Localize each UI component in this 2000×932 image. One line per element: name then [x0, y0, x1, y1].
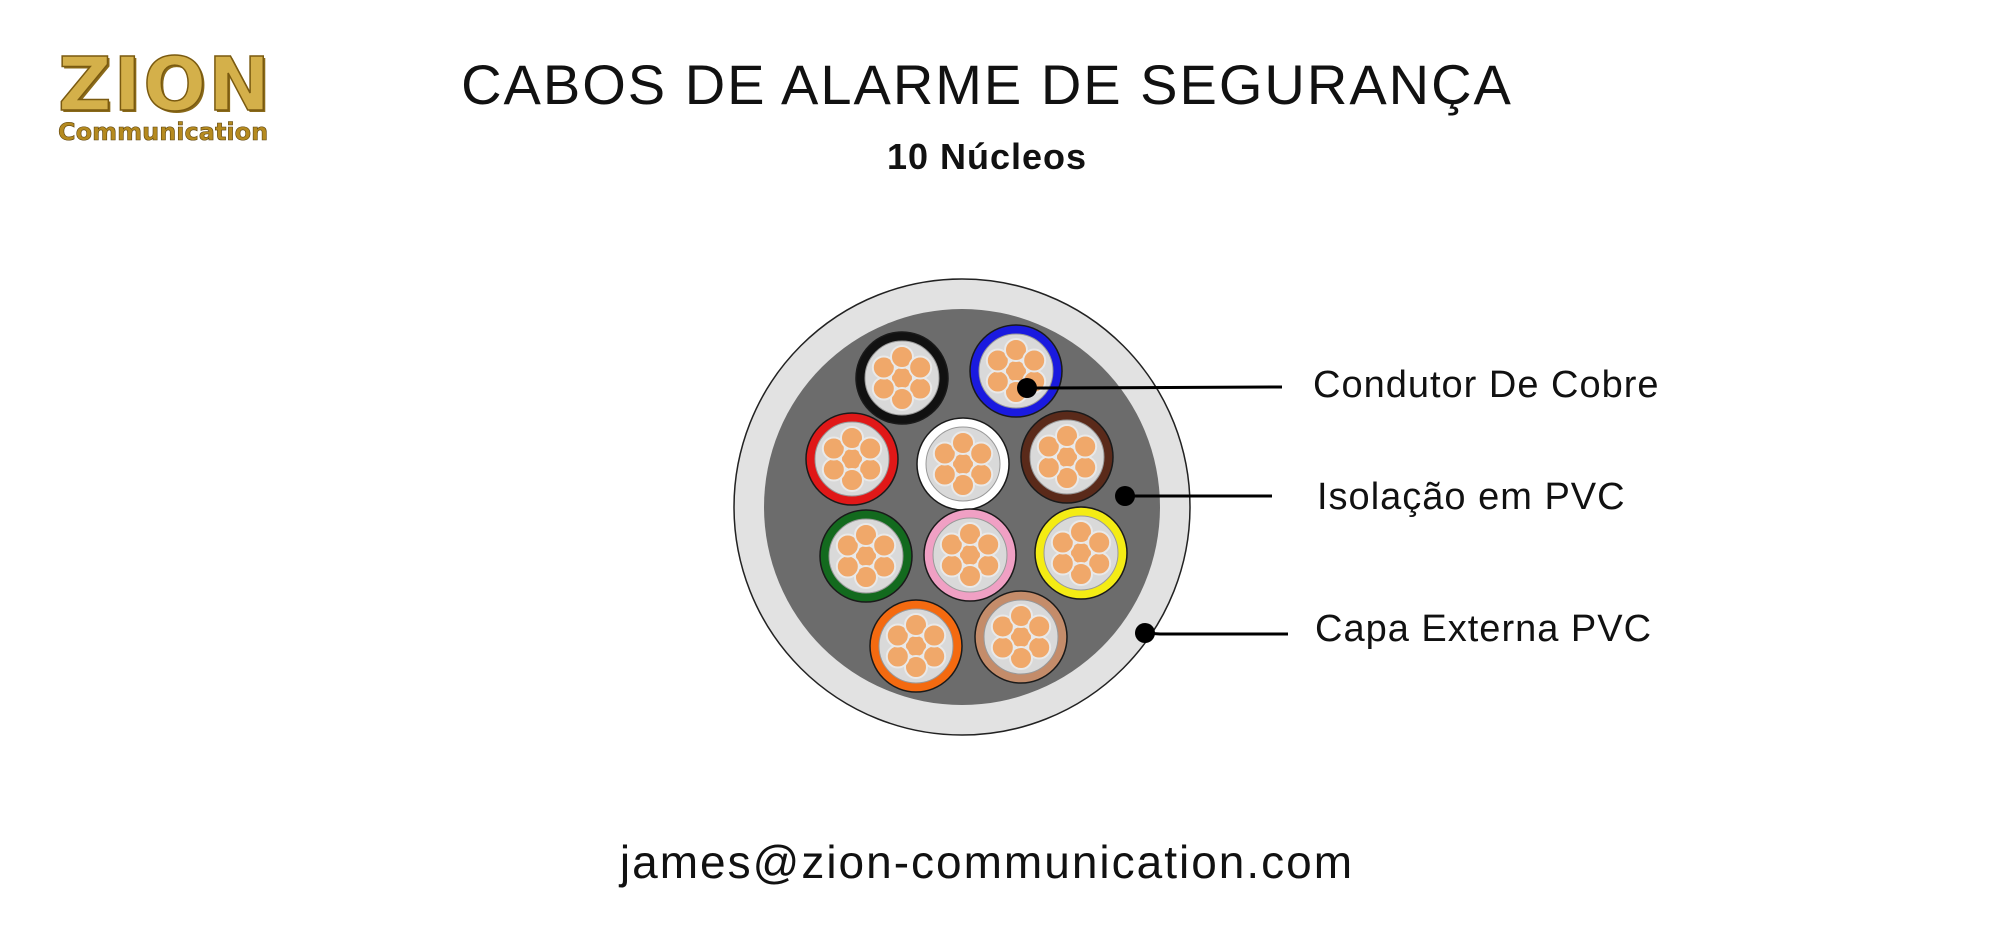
- copper-strand: [904, 655, 928, 679]
- core-brown: [1020, 410, 1114, 504]
- page-title: CABOS DE ALARME DE SEGURANÇA: [461, 53, 1513, 116]
- core-white: [916, 417, 1010, 511]
- copper-strand: [958, 522, 982, 546]
- callout-label-insulation: Isolação em PVC: [1317, 476, 1626, 518]
- copper-strand: [890, 345, 914, 369]
- copper-strand: [872, 533, 897, 558]
- copper-strand: [1009, 646, 1033, 670]
- callout-line-sheath: [1144, 631, 1288, 636]
- copper-strand: [1073, 434, 1098, 459]
- copper-strand: [939, 532, 964, 557]
- core-orange: [869, 599, 963, 693]
- core-yellow: [1034, 506, 1128, 600]
- core-blue: [969, 324, 1063, 418]
- contact-email: james@zion-communication.com: [619, 836, 1355, 888]
- copper-strand: [854, 523, 878, 547]
- copper-strand: [1004, 338, 1028, 362]
- copper-strand: [1009, 604, 1033, 628]
- cores-group: [805, 324, 1128, 693]
- callout-label-sheath: Capa Externa PVC: [1315, 608, 1653, 650]
- core-pink: [923, 508, 1017, 602]
- copper-strand: [951, 473, 975, 497]
- zion-logo: ZION Communication: [50, 47, 271, 152]
- callout-lines: [1017, 378, 1288, 643]
- copper-strand: [854, 565, 878, 589]
- copper-strand: [871, 355, 896, 380]
- copper-strand: [1050, 551, 1075, 576]
- copper-strand: [1087, 530, 1112, 555]
- copper-strand: [821, 457, 846, 482]
- copper-strand: [958, 564, 982, 588]
- copper-strand: [1036, 455, 1061, 480]
- copper-strand: [985, 369, 1010, 394]
- copper-strand: [840, 468, 864, 492]
- copper-strand: [835, 554, 860, 579]
- copper-strand: [1022, 348, 1047, 373]
- copper-strand: [990, 614, 1015, 639]
- copper-strand: [932, 462, 957, 487]
- copper-strand: [835, 533, 860, 558]
- copper-strand: [990, 635, 1015, 660]
- copper-strand: [885, 644, 910, 669]
- callout-line-copper: [1027, 385, 1283, 390]
- core-green: [819, 509, 913, 603]
- logo-wordmark: ZION: [57, 42, 273, 128]
- copper-strand: [922, 623, 947, 648]
- copper-strand: [885, 623, 910, 648]
- copper-strand: [1036, 434, 1061, 459]
- copper-strand: [1069, 520, 1093, 544]
- copper-strand: [932, 441, 957, 466]
- core-tan: [974, 590, 1068, 684]
- copper-strand: [1027, 614, 1052, 639]
- copper-strand: [951, 431, 975, 455]
- copper-strand: [840, 426, 864, 450]
- callout-label-copper: Condutor De Cobre: [1313, 364, 1660, 406]
- copper-strand: [871, 376, 896, 401]
- copper-strand: [1050, 530, 1075, 555]
- copper-strand: [939, 553, 964, 578]
- copper-strand: [969, 441, 994, 466]
- copper-strand: [904, 613, 928, 637]
- core-red: [805, 412, 899, 506]
- copper-strand: [1055, 424, 1079, 448]
- logo-subtitle: Communication: [58, 118, 269, 146]
- copper-strand: [908, 355, 933, 380]
- copper-strand: [976, 532, 1001, 557]
- page-subtitle: 10 Núcleos: [886, 136, 1088, 177]
- copper-strand: [821, 436, 846, 461]
- copper-strand: [985, 348, 1010, 373]
- copper-strand: [1055, 466, 1079, 490]
- copper-strand: [858, 436, 883, 461]
- core-black: [855, 331, 949, 425]
- copper-strand: [890, 387, 914, 411]
- copper-strand: [1069, 562, 1093, 586]
